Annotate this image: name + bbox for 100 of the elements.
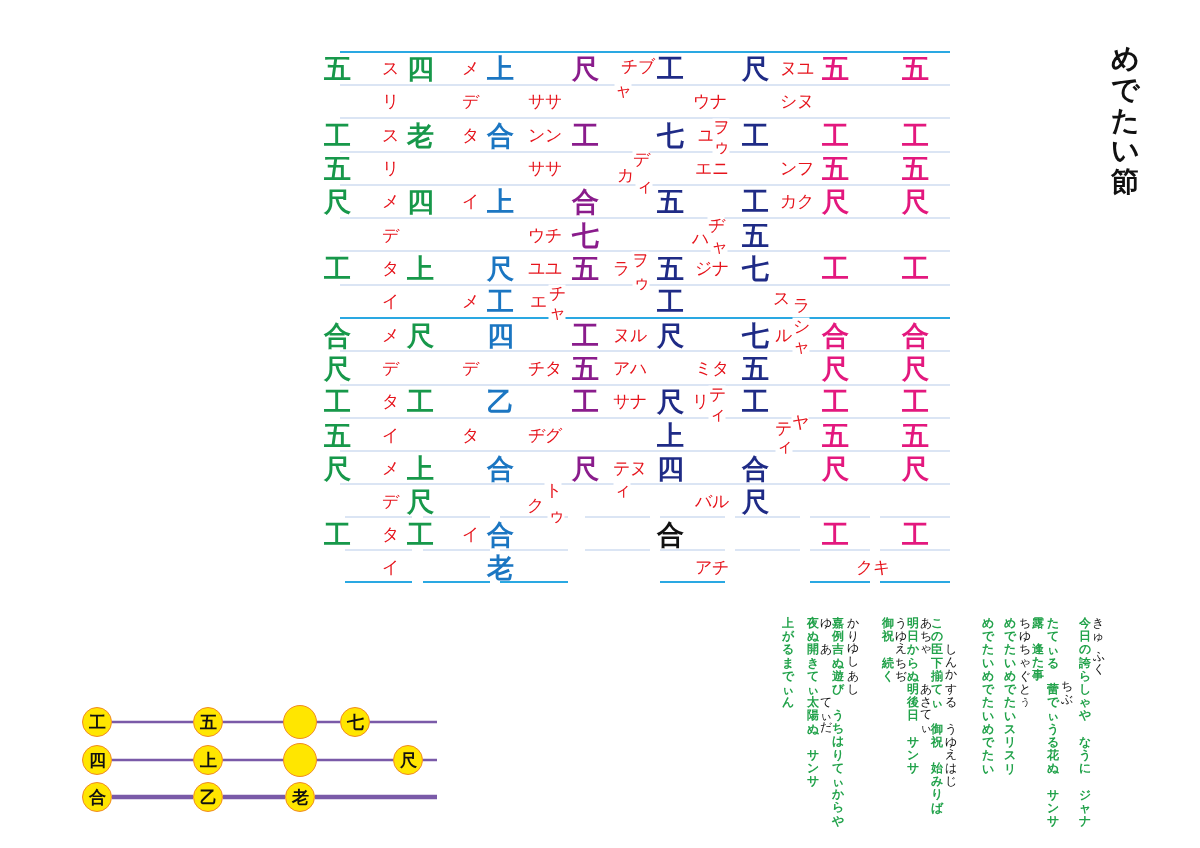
note-symbol: 七 (656, 121, 684, 149)
lyric-syllable: タ (381, 259, 399, 277)
note-symbol: 尺 (323, 187, 351, 215)
lyric-syllable: ル (774, 326, 792, 344)
lyric-syllable: ンン (528, 126, 562, 144)
lyric-syllable: ヲ (712, 118, 730, 136)
title: めでたい節 (1111, 44, 1139, 198)
note-symbol: 合 (486, 454, 514, 482)
note-symbol: 工 (821, 121, 849, 149)
finger-position-circle: 乙 (193, 782, 223, 812)
note-symbol: 尺 (571, 54, 599, 82)
lyric-syllable: ラ (792, 296, 810, 314)
lyric-line: 嘉例吉ぬ遊び (832, 617, 844, 697)
note-symbol: 合 (821, 321, 849, 349)
finger-position-circle: 上 (193, 745, 223, 775)
note-symbol: 四 (406, 187, 434, 215)
lyric-syllable: イ (381, 426, 399, 444)
lyric-syllable: サナ (613, 392, 647, 410)
note-symbol: 工 (901, 387, 929, 415)
note-symbol: 五 (741, 354, 769, 382)
note-symbol: 五 (821, 421, 849, 449)
lyric-syllable: ウナ (693, 92, 727, 110)
lyric-syllable: イ (461, 525, 479, 543)
note-symbol: 四 (486, 321, 514, 349)
lyric-syllable: チ (548, 284, 566, 302)
note-symbol: 尺 (656, 321, 684, 349)
note-symbol: 工 (323, 254, 351, 282)
lyric-syllable: タ (381, 525, 399, 543)
note-symbol: 老 (406, 121, 434, 149)
note-symbol: 合 (486, 121, 514, 149)
note-symbol: 五 (323, 421, 351, 449)
furigana: しんか (945, 643, 957, 681)
furigana: ゆ (820, 617, 832, 630)
lyric-syllable: カ (616, 166, 634, 184)
note-symbol: 工 (406, 387, 434, 415)
lyric-syllable: ィ (613, 481, 631, 499)
note-symbol: 合 (571, 187, 599, 215)
note-symbol: 工 (901, 121, 929, 149)
empty-position-circle (283, 705, 317, 739)
lyric-line: スリスリ (1004, 723, 1016, 776)
note-symbol: 工 (901, 520, 929, 548)
note-symbol: 七 (741, 254, 769, 282)
finger-position-circle: 尺 (393, 745, 423, 775)
note-symbol: 上 (486, 187, 514, 215)
note-symbol: 尺 (901, 187, 929, 215)
note-symbol: 工 (821, 520, 849, 548)
lyric-syllable: デ (461, 359, 479, 377)
note-symbol: 工 (323, 387, 351, 415)
furigana: する (945, 683, 957, 709)
note-symbol: 工 (656, 54, 684, 82)
furigana: うゆえ (945, 723, 957, 761)
lyric-syllable: イ (381, 558, 399, 576)
note-symbol: 合 (656, 520, 684, 548)
finger-position-circle: 工 (82, 707, 112, 737)
lyric-line: 明日からぬ明後日 (907, 617, 919, 723)
note-symbol: 五 (741, 221, 769, 249)
lyric-line: ジャナ (1079, 789, 1091, 829)
lyric-syllable: チタ (528, 359, 562, 377)
note-symbol: 合 (323, 321, 351, 349)
lyric-syllable: カク (780, 192, 814, 210)
lyric-syllable: メ (381, 459, 399, 477)
note-symbol: 四 (656, 454, 684, 482)
furigana: ふく (1093, 650, 1105, 676)
lyric-syllable: デ (632, 150, 650, 168)
lyric-syllable: ウチ (528, 226, 562, 244)
finger-position-circle: 七 (340, 707, 370, 737)
lyric-syllable: ャ (614, 81, 632, 99)
lyric-syllable: イ (381, 292, 399, 310)
note-symbol: 尺 (741, 54, 769, 82)
note-symbol: 乙 (486, 387, 514, 415)
note-symbol: 五 (901, 421, 929, 449)
lyric-line: めでたい (1004, 617, 1016, 670)
note-symbol: 五 (323, 54, 351, 82)
lyric-line: サンサ (907, 736, 919, 776)
note-symbol: 七 (741, 321, 769, 349)
note-symbol: 五 (323, 154, 351, 182)
lyric-syllable: チブ (621, 57, 655, 75)
lyric-line: めでたい (982, 617, 994, 670)
furigana: かりゆし (847, 617, 859, 668)
lyric-line: 露 (1032, 617, 1044, 631)
string-line (317, 720, 340, 724)
note-symbol: 工 (571, 387, 599, 415)
note-symbol: 上 (406, 254, 434, 282)
note-symbol: 工 (406, 520, 434, 548)
note-symbol: 工 (656, 287, 684, 315)
note-symbol: 尺 (323, 354, 351, 382)
empty-position-circle (283, 743, 317, 777)
string-line (223, 758, 283, 762)
note-symbol: 尺 (656, 387, 684, 415)
string-line (370, 720, 437, 724)
furigana: ちゆ (1019, 617, 1031, 643)
lyric-syllable: デ (381, 226, 399, 244)
lyric-syllable: テヌ (613, 459, 647, 477)
note-symbol: 五 (656, 254, 684, 282)
lyric-syllable: ンフ (780, 159, 814, 177)
lyric-syllable: ク (526, 496, 544, 514)
lyric-syllable: デ (381, 359, 399, 377)
furigana: ちぶ (1061, 680, 1073, 706)
string-line (223, 794, 285, 800)
note-symbol: 工 (821, 254, 849, 282)
